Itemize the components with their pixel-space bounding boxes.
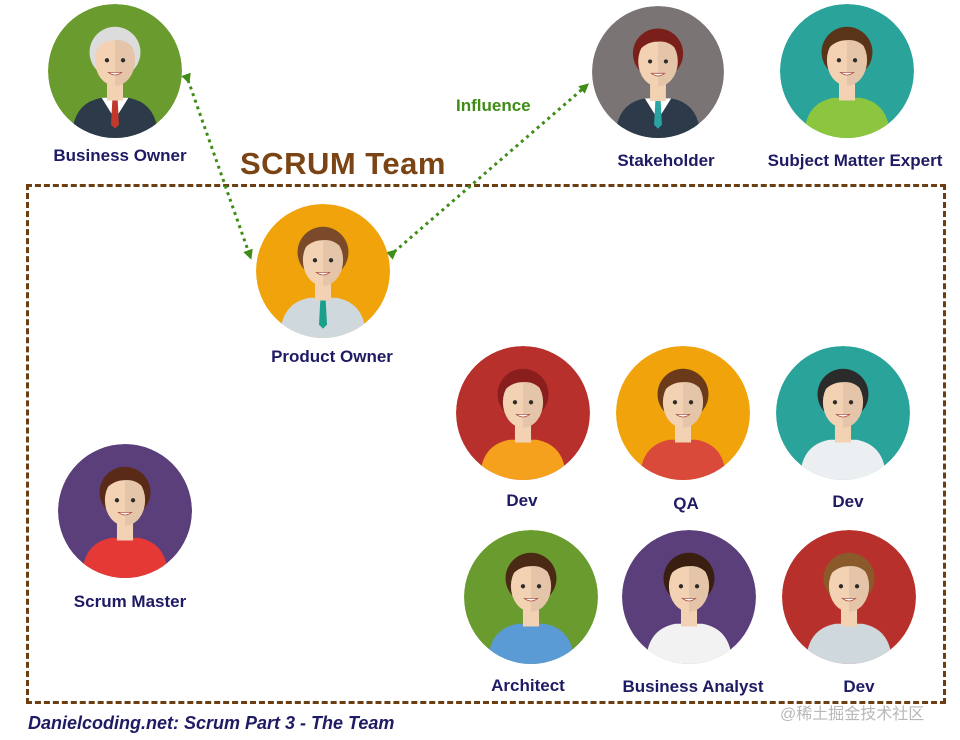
stakeholder-avatar xyxy=(592,6,724,138)
product-owner-avatar xyxy=(256,204,390,338)
dev-1-label: Dev xyxy=(506,491,538,510)
qa-label: QA xyxy=(673,494,699,513)
architect-illustration xyxy=(464,530,598,664)
scrum-master-label: Scrum Master xyxy=(73,592,187,611)
product-owner-label: Product Owner xyxy=(271,347,393,366)
product-owner-illustration xyxy=(256,204,390,338)
business-analyst-label: Business Analyst xyxy=(622,677,764,696)
stakeholder-illustration xyxy=(592,6,724,138)
footer-caption: Danielcoding.net: Scrum Part 3 - The Tea… xyxy=(28,713,395,733)
business-owner-illustration xyxy=(48,4,182,138)
dev-2-illustration xyxy=(776,346,910,480)
dev-2-avatar xyxy=(776,346,910,480)
dev-3-illustration xyxy=(782,530,916,664)
arrow-product-owner-stakeholder xyxy=(386,83,590,260)
dev-1-illustration xyxy=(456,346,590,480)
architect-label: Architect xyxy=(491,676,565,695)
dev-1-avatar xyxy=(456,346,590,480)
dev-3-avatar xyxy=(782,530,916,664)
scrum-master-avatar xyxy=(58,444,192,578)
business-analyst-illustration xyxy=(622,530,756,664)
arrow-business-owner-product-owner xyxy=(181,72,253,260)
dev-3-label: Dev xyxy=(843,677,875,696)
dev-2-label: Dev xyxy=(832,492,864,511)
business-owner-label: Business Owner xyxy=(53,146,187,165)
stakeholder-label: Stakeholder xyxy=(617,151,715,170)
architect-avatar xyxy=(464,530,598,664)
business-owner-avatar xyxy=(48,4,182,138)
qa-illustration xyxy=(616,346,750,480)
subject-matter-expert-avatar xyxy=(780,4,914,138)
scrum-master-illustration xyxy=(58,444,192,578)
subject-matter-expert-label: Subject Matter Expert xyxy=(767,151,943,170)
subject-matter-expert-illustration xyxy=(780,4,914,138)
watermark: @稀土掘金技术社区 xyxy=(780,706,925,723)
qa-avatar xyxy=(616,346,750,480)
business-analyst-avatar xyxy=(622,530,756,664)
